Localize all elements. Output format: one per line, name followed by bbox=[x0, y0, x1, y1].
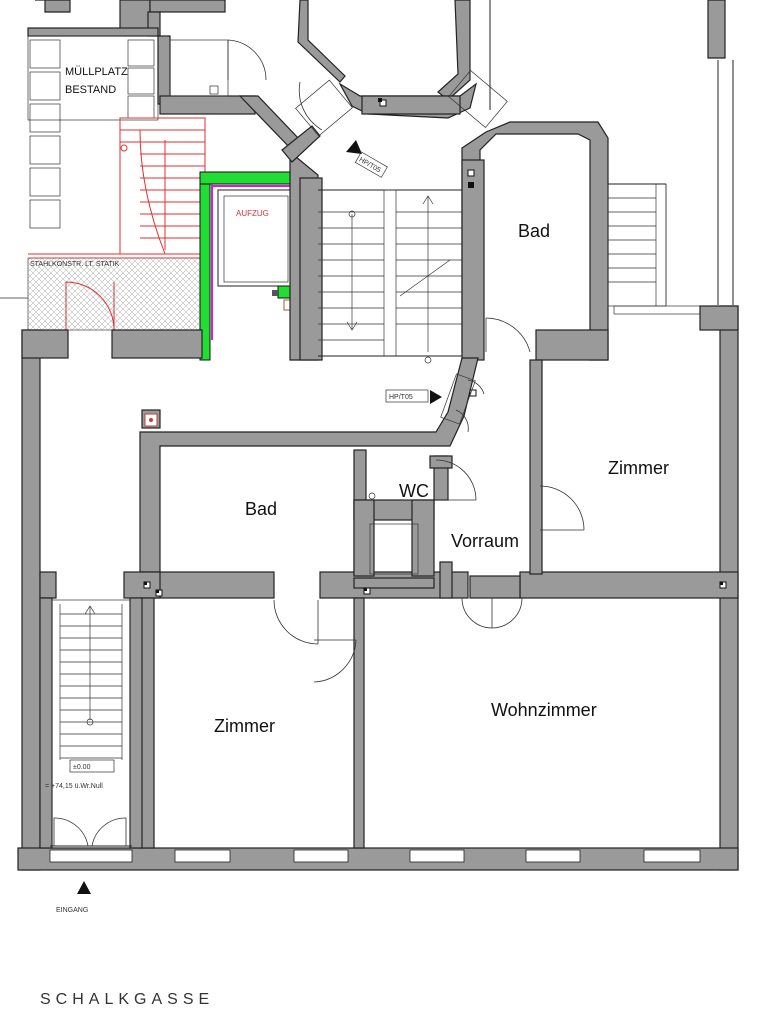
hp-t05-mid-label: HP/T05 bbox=[389, 394, 413, 401]
stair-treads-left bbox=[318, 211, 384, 341]
right-steps bbox=[607, 183, 705, 315]
apartment-doors bbox=[273, 373, 585, 683]
room-label-wohnzimmer: Wohnzimmer bbox=[491, 700, 597, 720]
eingang-label: EINGANG bbox=[56, 907, 88, 914]
aufzug-label: AUFZUG bbox=[236, 209, 269, 218]
stahlkonstr-label: STAHLKONSTR. LT. STATIK bbox=[30, 261, 120, 268]
muellplatz-label-line1: MÜLLPLATZ bbox=[65, 66, 128, 78]
upper-bad-walls: Bad bbox=[461, 121, 609, 361]
room-label-zimmer-right: Zimmer bbox=[608, 458, 669, 478]
entrance-marker: EINGANG bbox=[56, 881, 91, 914]
stair-treads-right bbox=[396, 211, 462, 325]
apartment-walls bbox=[17, 305, 739, 871]
red-staircase bbox=[28, 117, 206, 255]
room-labels: Zimmer WC Vorraum Bad Zimmer Wohnzimmer bbox=[214, 458, 669, 736]
level-abs-label: = +74,15 ü.Wr.Null bbox=[45, 783, 103, 790]
level-label: ±0.00 bbox=[73, 764, 91, 771]
room-label-zimmer-left: Zimmer bbox=[214, 716, 275, 736]
elevator: AUFZUG bbox=[199, 171, 301, 361]
muellplatz-area: MÜLLPLATZ BESTAND bbox=[27, 35, 159, 229]
stahlkonstruktion-area: STAHLKONSTR. LT. STATIK bbox=[0, 257, 201, 331]
room-label-bad-top: Bad bbox=[518, 221, 550, 241]
upper-door-block bbox=[157, 35, 301, 151]
room-label-vorraum: Vorraum bbox=[451, 531, 519, 551]
entrance-arrow-icon bbox=[77, 881, 91, 894]
street-name: SCHALKGASSE bbox=[40, 991, 214, 1008]
muellplatz-label-line2: BESTAND bbox=[65, 84, 116, 96]
mid-annotations: HP/T05 bbox=[385, 389, 442, 404]
room-label-bad-mid: Bad bbox=[245, 499, 277, 519]
entrance-staircase: ±0.00 = +74,15 ü.Wr.Null bbox=[39, 597, 143, 849]
room-label-wc: WC bbox=[399, 481, 429, 501]
main-staircase bbox=[289, 150, 462, 364]
